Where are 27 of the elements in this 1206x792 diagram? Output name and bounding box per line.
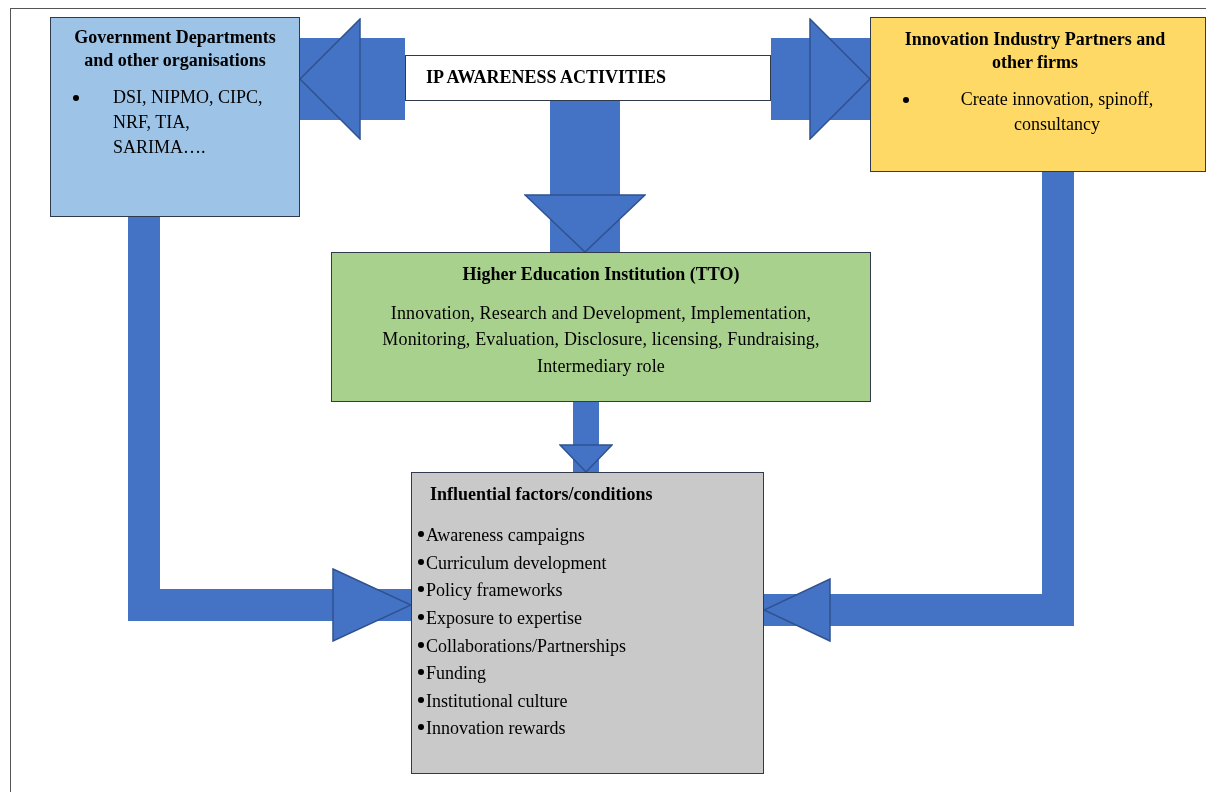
box-description: Innovation, Research and Development, Implementation, Monitoring, Evaluation, Disclosure, licensing, Fundraising, Intermediary role [381,302,821,378]
text-box [331,252,871,402]
block-arrow [771,18,871,140]
text-box [411,472,764,774]
bullet-text: Exposure to expertise [426,607,582,630]
bullet-text: Collaborations/Partnerships [426,634,626,658]
text-box [50,17,300,217]
block-arrow [128,217,412,642]
bullet-text: DSI, NIPMO, CIPC, NRF, TIA, SARIMA…. [113,85,264,160]
box-heading: Influential factors/conditions [429,483,654,506]
block-arrow [763,172,1074,642]
bullet-text: Policy frameworks [426,579,563,603]
box-heading: Government Departments and other organisations [73,26,277,73]
activity-label: IP AWARENESS ACTIVITIES [426,66,668,89]
bullet-text: Funding [426,662,486,686]
bullet-text: Create innovation, spinoff, consultancy [959,87,1155,136]
box-heading: Higher Education Institution (TTO) [461,263,741,286]
block-arrow [524,101,646,253]
label-box [405,55,771,101]
bullet-text: Institutional culture [426,689,568,713]
bullet-text: Awareness campaigns [426,524,585,548]
block-arrow [559,402,613,473]
bullet-text: Curriculum development [426,551,607,575]
box-heading: Innovation Industry Partners and other firms [903,28,1167,75]
bullet-text: Innovation rewards [426,717,566,741]
text-box [870,17,1206,172]
block-arrow [299,18,405,140]
